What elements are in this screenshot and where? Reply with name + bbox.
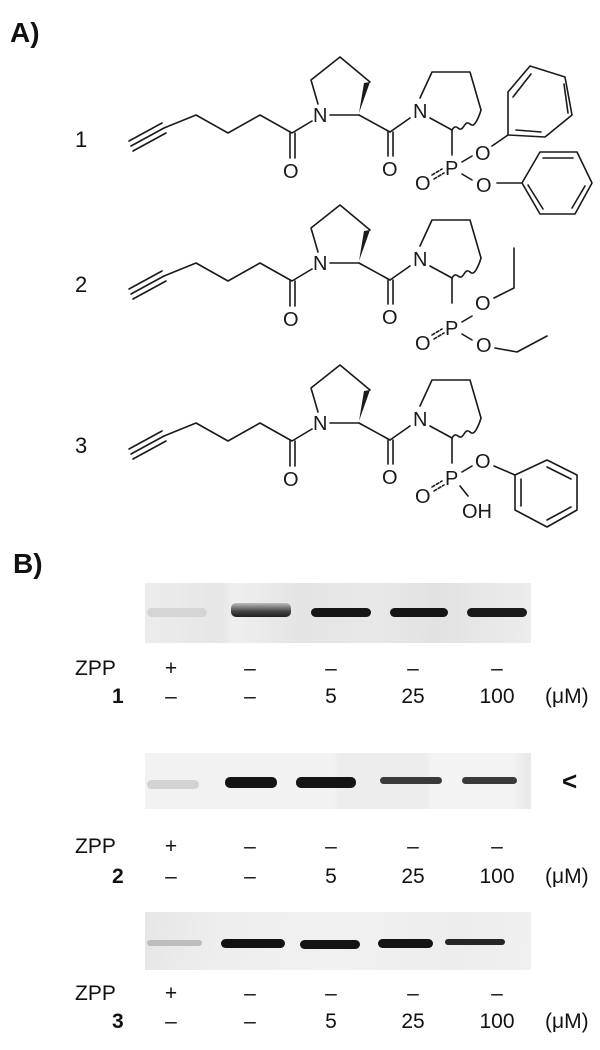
- panel-b-label: B): [13, 548, 43, 579]
- svg-text:O: O: [475, 143, 491, 165]
- svg-text:N: N: [413, 249, 427, 271]
- svg-text:OH: OH: [462, 501, 492, 523]
- svg-text:N: N: [413, 101, 427, 123]
- gel-1-band-lane-4: [390, 608, 448, 617]
- gel-1-band-lane-1: [147, 608, 207, 617]
- svg-text:O: O: [382, 307, 398, 329]
- band-marker-arrow: <: [562, 766, 578, 796]
- gel-3-zpp-row: ZPP + – – – –: [75, 982, 503, 1005]
- svg-text:N: N: [413, 409, 427, 431]
- svg-text:O: O: [476, 175, 492, 197]
- gel-2-band-lane-4: [380, 777, 442, 784]
- svg-text:O: O: [283, 161, 299, 183]
- svg-text:O: O: [415, 486, 431, 508]
- svg-text:O: O: [382, 467, 398, 489]
- gel-3-conc-row: 3 – – 5 25 100 (μM): [112, 1010, 589, 1033]
- svg-text:O: O: [415, 333, 431, 355]
- svg-text:P: P: [445, 468, 458, 490]
- gel-3-image: [145, 912, 531, 970]
- gel-1-conc-row: 1 – – 5 25 100 (μM): [112, 685, 589, 708]
- compound-1-structure: O N O N P O O O: [128, 56, 593, 215]
- gel-2-band-lane-2: [225, 777, 277, 788]
- panel-a-label: A): [10, 17, 40, 48]
- svg-text:O: O: [283, 309, 299, 331]
- gel-2-image: [145, 753, 531, 809]
- svg-text:P: P: [445, 158, 458, 180]
- compound-3-structure: O N O N P O O OH: [128, 364, 578, 528]
- compound-1-number: 1: [75, 127, 88, 152]
- svg-text:O: O: [476, 335, 492, 357]
- gel-1-image: [145, 583, 531, 643]
- svg-text:O: O: [415, 173, 431, 195]
- svg-text:O: O: [283, 469, 299, 491]
- gel-2-band-lane-1: [147, 780, 199, 789]
- gel-3-band-lane-4: [378, 939, 433, 948]
- gel-2-band-lane-5: [462, 777, 517, 784]
- compound-2-structure: O N O N P O O O: [128, 204, 548, 357]
- svg-text:O: O: [382, 159, 398, 181]
- gel-2-conc-row: 2 – – 5 25 100 (μM): [112, 865, 589, 888]
- svg-text:O: O: [475, 451, 491, 473]
- gel-2-zpp-row: ZPP + – – – –: [75, 835, 503, 858]
- gel-3-band-lane-1: [147, 940, 202, 946]
- gel-1-zpp-row: ZPP + – – – –: [75, 657, 503, 680]
- gel-1-band-lane-2: [231, 603, 291, 617]
- svg-text:N: N: [313, 253, 327, 275]
- gel-3-band-lane-5: [445, 939, 505, 945]
- gel-1-band-lane-5: [467, 608, 527, 617]
- svg-text:P: P: [445, 318, 458, 340]
- svg-text:N: N: [313, 413, 327, 435]
- svg-text:O: O: [475, 293, 491, 315]
- compound-3-number: 3: [75, 433, 88, 458]
- gel-3-band-lane-2: [221, 939, 285, 948]
- gel-2-band-lane-3: [296, 777, 356, 788]
- compound-2-number: 2: [75, 272, 88, 297]
- gel-1-band-lane-3: [311, 608, 371, 617]
- svg-text:N: N: [313, 105, 327, 127]
- gel-3-band-lane-3: [300, 940, 360, 949]
